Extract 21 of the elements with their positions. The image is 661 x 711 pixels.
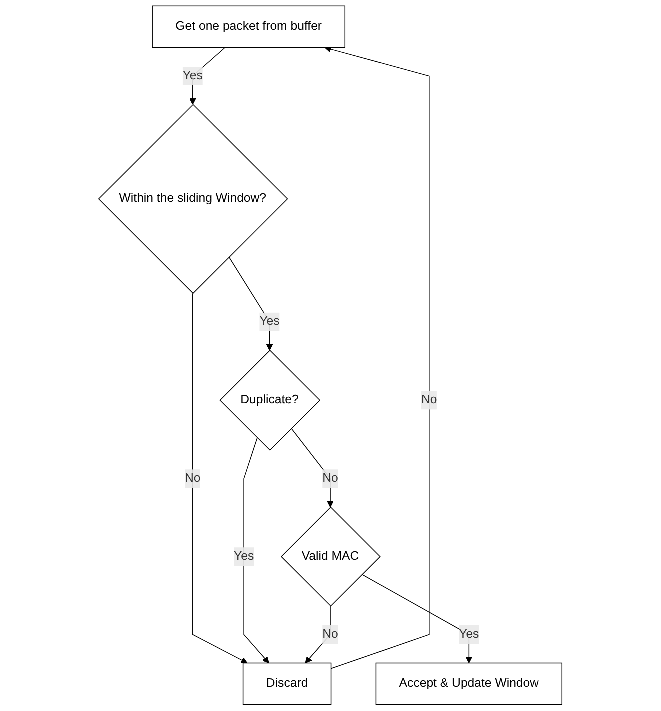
edge-label: Yes (260, 315, 280, 328)
edge-label: Yes (459, 628, 480, 641)
edge-label: No (185, 472, 201, 486)
node-diamond: Duplicate? (220, 350, 321, 451)
arrow (291, 428, 334, 508)
arrow (244, 438, 270, 664)
node-box: Get one packet from buffer (152, 6, 346, 48)
edge-label: Yes (234, 550, 254, 563)
node-diamond: Valid MAC (280, 506, 381, 607)
arrow (324, 46, 430, 670)
arrow (192, 293, 248, 664)
edge-label: No (422, 394, 438, 407)
arrow (228, 256, 274, 351)
edge-label: No (322, 472, 338, 486)
arrow (190, 47, 226, 106)
node-box: Accept & Update Window (376, 662, 563, 706)
node-box: Discard (242, 662, 332, 706)
edge-label: Yes (182, 69, 203, 82)
edge-label: No (322, 628, 338, 641)
node-diamond: Within the sliding Window? (98, 104, 288, 294)
arrow (362, 574, 473, 664)
